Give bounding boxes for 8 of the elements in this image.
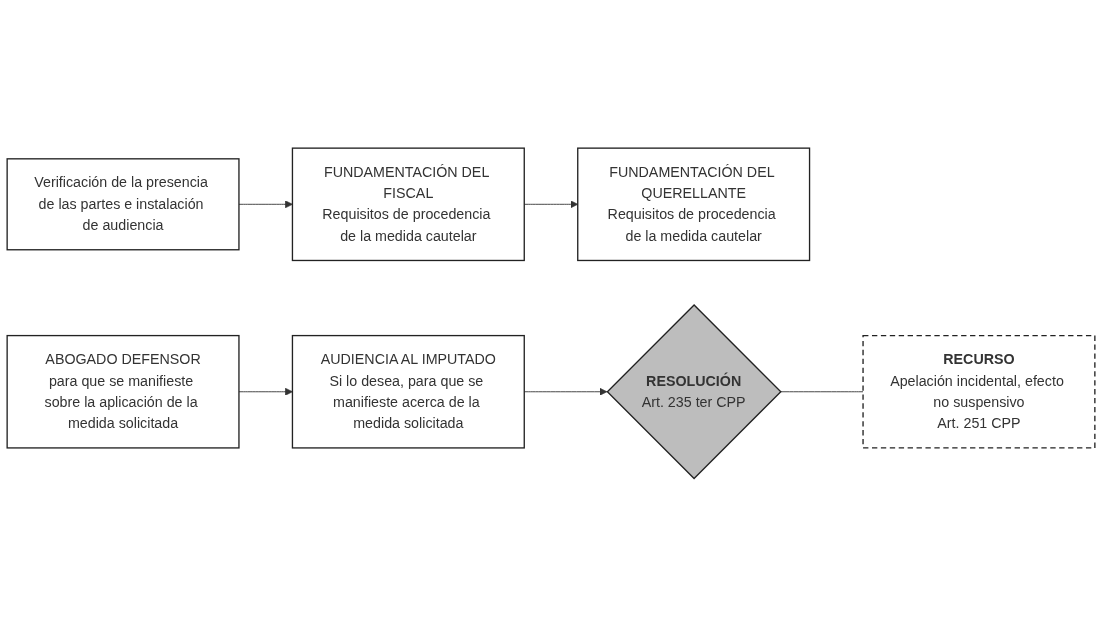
node-box: Verificación de la presencia de las partes e instalación de audiencia (6, 158, 240, 251)
node-box: FUNDAMENTACIÓN DEL FISCAL Requisitos de procedencia de la medida cautelar (291, 147, 525, 262)
connector (779, 391, 864, 393)
node-box: RECURSO Apelación incidental, efecto no suspensivo Art. 251 CPP (862, 335, 1096, 449)
node-box: ABOGADO DEFENSOR para que se manifieste sobre la aplicación de la medida solicitada (6, 335, 240, 449)
node-box: FUNDAMENTACIÓN DEL QUERELLANTE Requisitos de procedencia de la medida cautelar (577, 147, 811, 262)
node-diamond: RESOLUCIÓN Art. 235 ter CPP (606, 304, 782, 480)
node-box: AUDIENCIA AL IMPUTADO Si lo desea, para que se manifieste acerca de la medida solicitada (291, 335, 525, 449)
